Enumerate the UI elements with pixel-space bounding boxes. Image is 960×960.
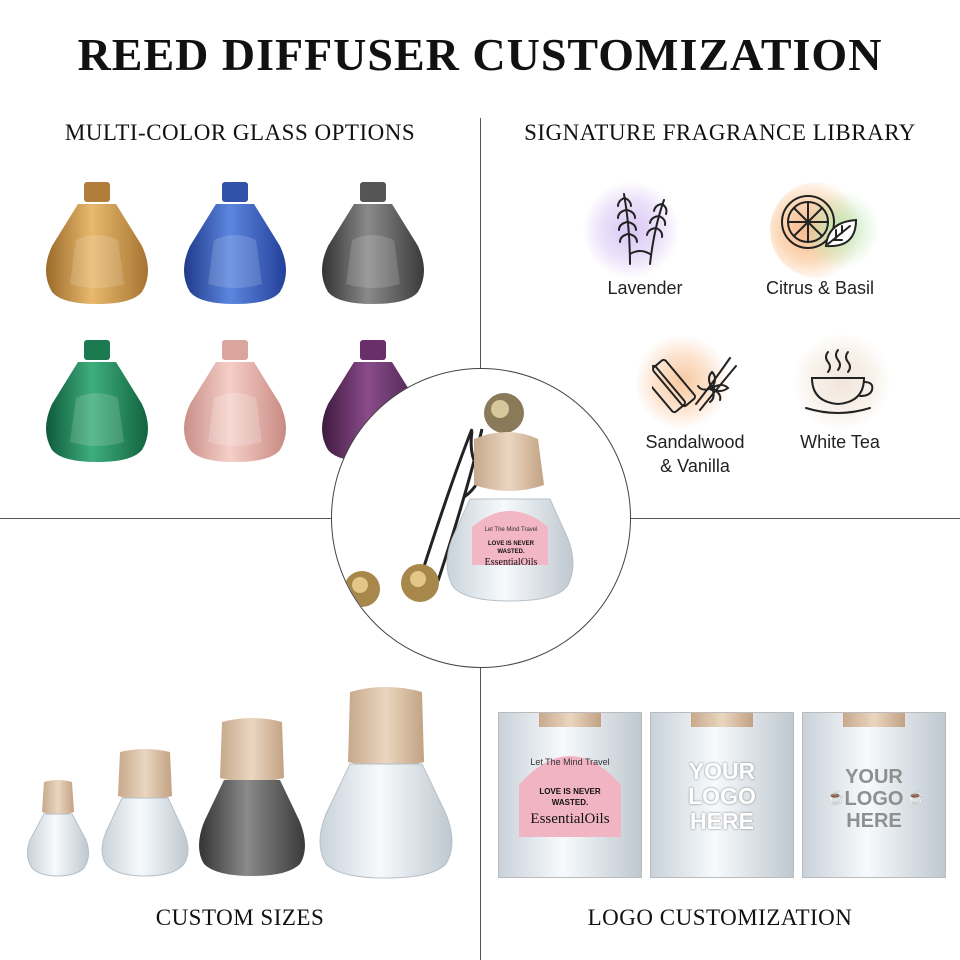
coffee-cup-icon-right: ☕ — [907, 789, 925, 805]
logo-label-line1: LOVE IS NEVER — [539, 787, 601, 796]
bottle-amber — [46, 182, 148, 304]
size-bottle-xlarge — [319, 687, 453, 879]
section-title-logo-customization: LOGO CUSTOMIZATION — [587, 905, 853, 930]
bottle-green — [46, 340, 148, 462]
logo-label-line2: WASTED. — [551, 798, 589, 807]
divider-horizontal-right — [629, 518, 960, 519]
lavender-sprig-icon — [617, 193, 668, 265]
center-label-line1: LOVE IS NEVER — [487, 541, 534, 547]
logo-engraved-line3: HERE — [846, 810, 902, 832]
fragrance-name-sandalwood-line2: & Vanilla — [660, 456, 730, 476]
hanging-diffuser-photo — [344, 393, 574, 607]
center-product-circle: Let The Mind Travel LOVE IS NEVER WASTED… — [331, 368, 631, 668]
fragrance-name-lavender: Lavender — [607, 278, 683, 298]
logo-label-brand: EssentialOils — [530, 811, 610, 827]
logo-engraved-line2: LOGO — [844, 788, 904, 810]
coffee-cup-icon-left: ☕ — [827, 789, 845, 805]
section-title-glass-options: MULTI-COLOR GLASS OPTIONS — [64, 120, 416, 145]
page-title: REED DIFFUSER CUSTOMIZATION — [77, 29, 883, 80]
bottle-grey — [322, 182, 424, 304]
logo-white-line2: LOGO — [688, 783, 756, 809]
fragrance-name-sandalwood-vanilla: Sandalwood & Vanilla — [620, 430, 770, 478]
logo-white-line3: HERE — [690, 808, 754, 834]
divider-vertical-top — [480, 118, 481, 368]
fragrance-name-sandalwood-line1: Sandalwood — [645, 432, 745, 452]
logo-option-engraved-bottle — [803, 713, 945, 877]
white-tea-glow — [794, 334, 890, 430]
lavender-glow — [583, 182, 679, 278]
center-label-arc: Let The Mind Travel — [484, 527, 538, 533]
bottle-pink — [184, 340, 286, 462]
tea-cup-icon — [805, 349, 874, 414]
logo-white-line1: YOUR — [688, 758, 756, 784]
logo-option-white-print: YOUR LOGO HERE — [650, 712, 794, 878]
sandalwood-vanilla-icon — [652, 357, 737, 414]
citrus-leaf-icon — [781, 195, 858, 249]
section-title-custom-sizes: CUSTOM SIZES — [155, 905, 325, 930]
bottle-blue — [184, 182, 286, 304]
logo-option-label: Let The Mind Travel LOVE IS NEVER WASTED… — [498, 712, 642, 878]
divider-vertical-bottom — [480, 666, 481, 960]
center-label-line2: WASTED. — [497, 549, 525, 555]
size-bottle-small — [26, 780, 90, 877]
fragrance-name-white-tea: White Tea — [800, 432, 880, 452]
size-bottle-large-grey — [199, 718, 305, 876]
logo-option-label-bottle — [499, 713, 641, 877]
size-bottle-medium — [101, 749, 189, 877]
divider-horizontal-left — [0, 518, 331, 519]
center-label-brand: EssentialOils — [484, 557, 538, 568]
logo-option-engraved: YOUR LOGO HERE ☕ ☕ — [802, 712, 946, 878]
logo-engraved-line1: YOUR — [845, 766, 903, 788]
section-title-fragrance-library: SIGNATURE FRAGRANCE LIBRARY — [524, 120, 916, 145]
logo-option-white-print-bottle — [651, 713, 793, 877]
logo-label-arc: Let The Mind Travel — [530, 757, 610, 767]
fragrance-name-citrus-basil: Citrus & Basil — [765, 278, 875, 298]
